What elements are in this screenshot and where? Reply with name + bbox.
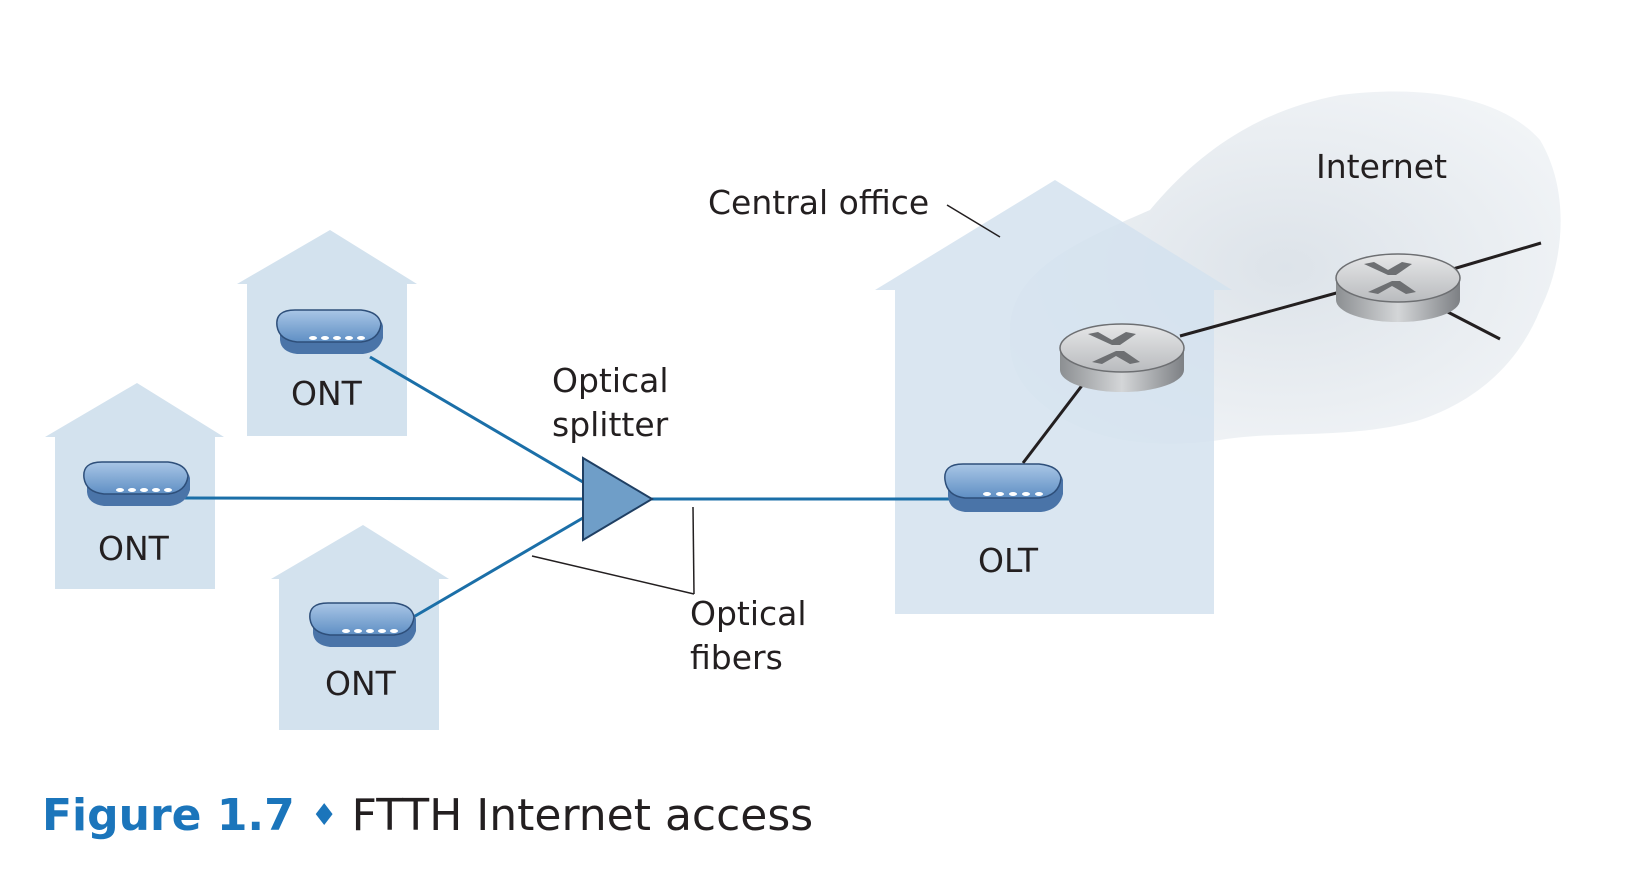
network-links — [1021, 241, 1542, 464]
router-icon — [1335, 253, 1461, 322]
optical-splitter-label-line1: Optical — [552, 361, 669, 400]
internet-label: Internet — [1316, 147, 1447, 186]
ont-label-left: ONT — [98, 529, 170, 568]
ont-label-bottom: ONT — [325, 664, 397, 703]
figure-number: Figure 1.7 — [42, 790, 295, 841]
optical-fibers-label-line1: Optical — [690, 594, 807, 633]
optical-splitter-icon — [582, 456, 654, 542]
leader-lines — [531, 204, 1001, 595]
olt-label: OLT — [978, 541, 1039, 580]
ont-modem-icon — [309, 602, 416, 647]
ont-label-top: ONT — [291, 374, 363, 413]
olt-modem-icon — [944, 463, 1063, 512]
optical-splitter-label-line2: splitter — [552, 405, 669, 444]
caption-separator-icon: ♦ — [310, 798, 338, 833]
ftth-diagram: Internet Central office Optical splitter… — [45, 91, 1561, 730]
ont-modem-icon — [83, 461, 190, 506]
caption-text: FTTH Internet access — [351, 790, 814, 841]
optical-fiber-links — [184, 355, 953, 621]
router-icon — [1059, 323, 1185, 392]
optical-fibers-label-line2: fibers — [690, 638, 783, 677]
central-office-label: Central office — [708, 183, 929, 222]
ont-modem-icon — [276, 309, 383, 354]
figure-caption: Figure 1.7 ♦ FTTH Internet access — [42, 790, 813, 841]
